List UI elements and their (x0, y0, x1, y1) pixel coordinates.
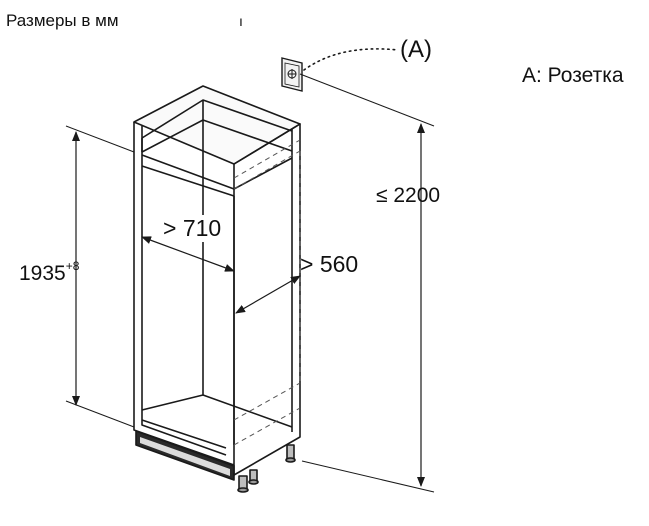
cabinet-body (133, 85, 301, 493)
socket-legend: A: Розетка (522, 64, 624, 87)
ext-line-bottom (301, 460, 435, 493)
tick-mark: ı (239, 13, 243, 29)
ext-line-height-top (65, 125, 135, 153)
ext-line-top (299, 73, 435, 127)
socket-ref-label: (A) (400, 36, 432, 63)
height-label: 1935+8 (19, 259, 80, 286)
width-line (141, 236, 235, 272)
width-label: > 710 (161, 215, 224, 242)
height-value: 1935 (19, 262, 66, 285)
depth-line (235, 275, 301, 314)
height-tolerance: +8 (65, 259, 80, 273)
caption: Размеры в мм (6, 11, 119, 30)
socket-icon (281, 57, 303, 92)
hidden-edges (233, 139, 301, 446)
max-height-label: ≤ 2200 (376, 184, 441, 207)
depth-label: > 560 (300, 251, 359, 277)
socket-leader (303, 48, 399, 71)
